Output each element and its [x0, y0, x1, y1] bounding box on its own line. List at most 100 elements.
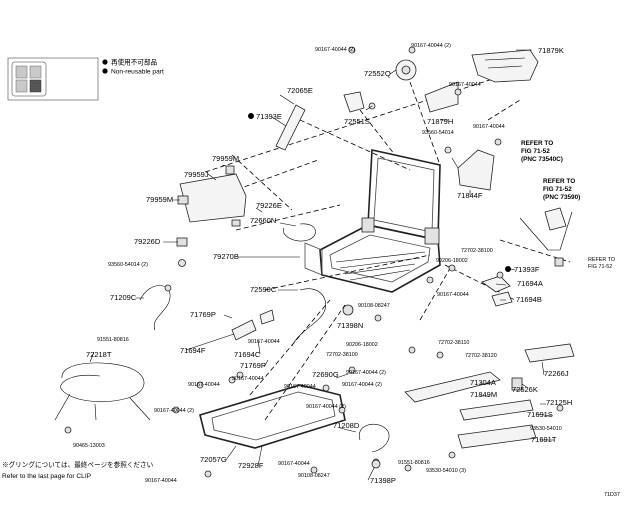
- link-71694f: [231, 319, 257, 341]
- fastener-label: 90108-08247: [298, 473, 330, 479]
- fastener-label: 90167-40044: [248, 339, 280, 345]
- label-79270b: 79270B: [213, 252, 239, 261]
- fastener-label: 90167-40044: [278, 461, 310, 467]
- fastener-label: 90167-40044 (2): [315, 47, 355, 53]
- part-labels: 71879K 72552Q 72065E 71393E 72551S 71879…: [86, 46, 572, 485]
- fastener-label: 93560-54014 (2): [108, 262, 148, 268]
- clip-note-jp: ※グリングについては、最終ページを参照ください: [2, 460, 154, 469]
- refer-notes: REFER TO FIG 71-52 (PNC 73540C) REFER TO…: [521, 140, 615, 270]
- bullet-icon: [102, 59, 108, 65]
- cover-71694b: [491, 291, 513, 307]
- refer-fig3-line1: REFER TO: [588, 257, 615, 263]
- label-72125h: 72125H: [546, 398, 572, 407]
- cable-72660n: [283, 223, 316, 242]
- label-71694a: 71694A: [517, 279, 543, 288]
- footer: ※グリングについては、最終ページを参照ください Refer to the las…: [2, 460, 620, 498]
- lever-72065e: [275, 104, 306, 151]
- refer-fig2-line2: FIG 71-52: [543, 186, 572, 193]
- label-72660n: 72660N: [250, 216, 276, 225]
- label-72218t: 72218T: [86, 350, 112, 359]
- label-79959m: 79959M: [146, 195, 173, 204]
- bracket-71879k: [471, 49, 539, 83]
- fastener-label: 91551-80816: [97, 337, 129, 343]
- fastener-label: 90465-13003: [73, 443, 105, 449]
- label-71304a: 71304A: [470, 378, 496, 387]
- label-79959j: 79959J: [184, 170, 209, 179]
- label-72526k: 72526K: [512, 385, 538, 394]
- cable-72218t: [60, 362, 145, 403]
- fastener-label: 72702-38100: [461, 248, 493, 254]
- bracket-71879h: [424, 81, 459, 113]
- clip-note-en: Refer to the last page for CLIP: [2, 473, 92, 480]
- fastener-label: 90167-40044 (2): [342, 382, 382, 388]
- label-79226d: 79226D: [134, 237, 161, 246]
- label-71694c: 71694C: [234, 350, 261, 359]
- fastener-label: 93560-54014: [422, 130, 454, 136]
- fastener-label: 90167-40044: [473, 124, 505, 130]
- label-72065e: 72065E: [287, 86, 313, 95]
- fastener-label: 90167-40044 (2): [154, 408, 194, 414]
- label-71209c: 71209C: [110, 293, 137, 302]
- label-72551s: 72551S: [344, 117, 370, 126]
- label-72690g: 72690G: [312, 370, 339, 379]
- rail-71304a: [404, 371, 501, 403]
- fastener-label: 90167-40044: [284, 384, 316, 390]
- cable-71209c: [139, 285, 171, 331]
- fastener-label: 93530-54010 (3): [426, 468, 466, 474]
- label-71393e: 71393E: [256, 112, 282, 121]
- pad-71844f: [457, 149, 495, 191]
- lower-frame: [199, 384, 346, 449]
- refer-fig1-line2: FIG 71-52: [521, 148, 550, 155]
- fastener-label: 72702-38110: [438, 340, 469, 346]
- label-72266j: 72266J: [544, 369, 569, 378]
- fastener-label: 90167-40044: [145, 478, 177, 484]
- label-71393f: 71393F: [514, 265, 540, 274]
- refer-fig2-line1: REFER TO: [543, 178, 575, 185]
- label-71769p-a: 71769P: [190, 310, 216, 319]
- label-71208d: 71208D: [333, 421, 360, 430]
- rail-71691t: [457, 424, 537, 449]
- fastener-label: 90108-08247: [358, 303, 390, 309]
- rail-71691s: [459, 399, 534, 421]
- refer-fig3-line2: FIG 71-52: [588, 264, 612, 270]
- bolt-71398n: [342, 304, 354, 316]
- legend-box: [7, 57, 99, 101]
- cover-72551s: [343, 91, 365, 113]
- cable-72590c: [291, 288, 326, 347]
- fastener-label: 93530-54010: [530, 426, 562, 432]
- label-71694b: 71694B: [516, 295, 542, 304]
- fastener-label: 90167-40044: [232, 376, 264, 382]
- figure-id: 71D37: [604, 492, 620, 498]
- bolt-71398p: [371, 459, 381, 469]
- label-71691t: 71691T: [531, 435, 557, 444]
- fastener-labels: 90167-40044 (2) 90167-40044 (2) 90167-40…: [73, 43, 562, 484]
- fastener-label: 90206-18002: [436, 258, 468, 264]
- label-72552q: 72552Q: [364, 69, 391, 78]
- refer-fig1-line3: (PNC 73540C): [521, 156, 563, 163]
- cap-79226d: [176, 237, 188, 247]
- handle-72266j: [524, 343, 575, 363]
- label-71691s: 71691S: [527, 410, 553, 419]
- label-71398p: 71398P: [370, 476, 396, 485]
- fastener-label: 90167-40044 (2): [411, 43, 451, 49]
- leader-lines: [89, 49, 554, 481]
- fastener-label: 90167-40044: [437, 292, 469, 298]
- label-71398n: 71398N: [337, 321, 363, 330]
- fastener-label: 90206-18002: [346, 342, 378, 348]
- refer-fig2-line3: (PNC 73590): [543, 194, 580, 201]
- label-71694f: 71694F: [180, 346, 206, 355]
- bullet-icon: [102, 68, 108, 74]
- recliner-hinge: [424, 227, 440, 245]
- fastener-label: 72702-38100: [326, 352, 358, 358]
- label-71879k: 71879K: [538, 46, 564, 55]
- parts: [54, 46, 575, 478]
- strap-73540c: [544, 207, 567, 231]
- cover-79959j: [179, 173, 247, 223]
- label-71844f: 71844F: [457, 191, 483, 200]
- label-71769p-b: 71769P: [240, 361, 266, 370]
- label-79226e: 79226E: [256, 201, 282, 210]
- label-72057g: 72057G: [200, 455, 227, 464]
- fastener-label: 72702-38120: [465, 353, 497, 359]
- fastener-label: 90167-40044 (2): [346, 370, 386, 376]
